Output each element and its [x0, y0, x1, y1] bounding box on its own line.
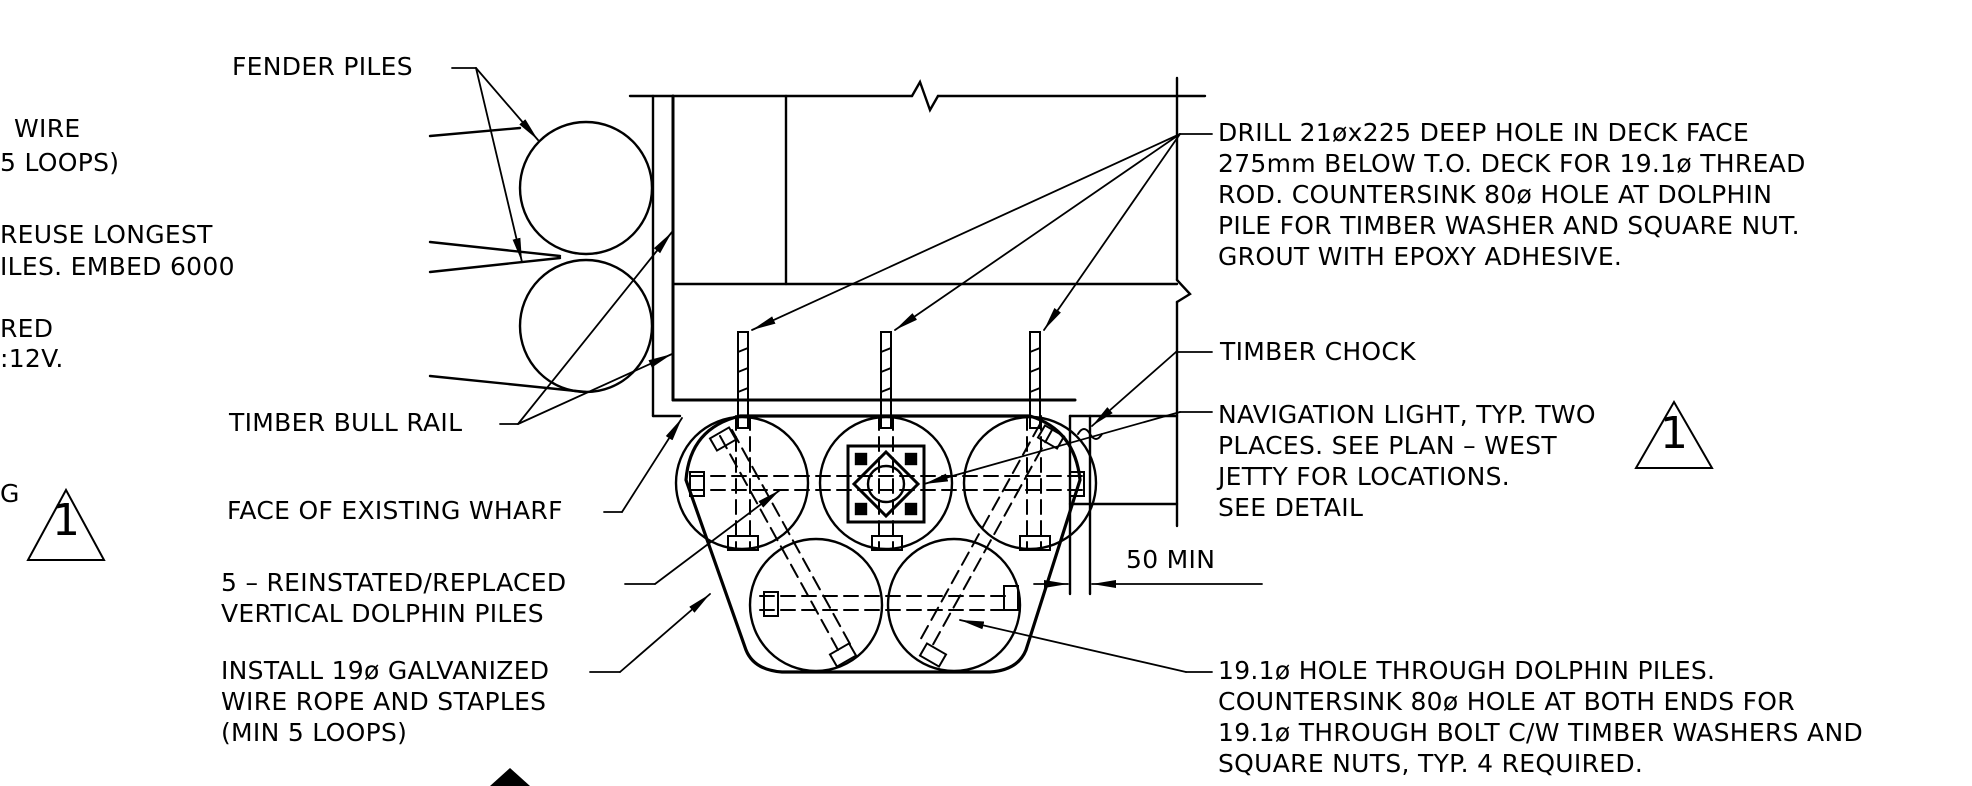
label-drill-note-line: ROD. COUNTERSINK 80ø HOLE AT DOLPHIN — [1218, 180, 1773, 209]
thread-rods — [737, 331, 1041, 429]
label-timber-chock: TIMBER CHOCK — [1220, 337, 1416, 366]
timber-chock-mark — [1077, 428, 1103, 440]
label-through-hole: 19.1ø HOLE THROUGH DOLPHIN PILES. COUNTE… — [1218, 655, 1863, 779]
label-navigation-light: NAVIGATION LIGHT, TYP. TWO PLACES. SEE P… — [1218, 399, 1596, 523]
label-wire-rope-line: WIRE ROPE AND STAPLES — [221, 687, 547, 716]
revision-number-left: 1 — [52, 495, 81, 546]
label-drill-note-line: DRILL 21øx225 DEEP HOLE IN DECK FACE — [1218, 118, 1750, 147]
timber-washers — [689, 424, 1085, 668]
label-wire-rope-line: INSTALL 19ø GALVANIZED — [221, 656, 550, 685]
cut-note-red: RED — [0, 314, 54, 343]
label-fender-piles: FENDER PILES — [232, 52, 413, 81]
label-navigation-light-line: SEE DETAIL — [1218, 493, 1364, 522]
wire-rope-wrap — [684, 414, 1082, 674]
label-drill-note-line: GROUT WITH EPOXY ADHESIVE. — [1218, 242, 1623, 271]
wharf-deck — [628, 76, 1207, 596]
label-through-hole-line: 19.1ø THROUGH BOLT C/W TIMBER WASHERS AN… — [1218, 718, 1864, 747]
label-drill-note-line: 275mm BELOW T.O. DECK FOR 19.1ø THREAD — [1218, 149, 1806, 178]
through-bolts — [689, 415, 1083, 651]
navigation-light — [846, 444, 926, 524]
cut-note-embed: ILES. EMBED 6000 — [0, 252, 235, 281]
label-wire-rope: INSTALL 19ø GALVANIZED WIRE ROPE AND STA… — [221, 655, 549, 748]
fender-piles — [428, 120, 654, 394]
revision-triangle-right — [1634, 399, 1714, 469]
label-through-hole-line: 19.1ø HOLE THROUGH DOLPHIN PILES. — [1218, 656, 1716, 685]
cut-note-ratio: :12V. — [0, 344, 64, 373]
cut-note-loops: 5 LOOPS) — [0, 148, 120, 177]
label-face-of-existing-wharf: FACE OF EXISTING WHARF — [227, 496, 563, 525]
label-through-hole-line: SQUARE NUTS, TYP. 4 REQUIRED. — [1218, 749, 1644, 778]
label-drill-note: DRILL 21øx225 DEEP HOLE IN DECK FACE 275… — [1218, 117, 1806, 272]
label-dolphin-piles-line: VERTICAL DOLPHIN PILES — [221, 599, 544, 628]
label-navigation-light-line: PLACES. SEE PLAN – WEST — [1218, 431, 1557, 460]
cut-note-reuse: REUSE LONGEST — [0, 220, 213, 249]
label-through-hole-line: COUNTERSINK 80ø HOLE AT BOTH ENDS FOR — [1218, 687, 1795, 716]
cut-note-g: G — [0, 479, 20, 508]
label-timber-bull-rail: TIMBER BULL RAIL — [229, 408, 463, 437]
leader-lines — [451, 67, 1263, 673]
label-navigation-light-line: NAVIGATION LIGHT, TYP. TWO — [1218, 400, 1596, 429]
revision-triangle-left — [26, 487, 106, 561]
label-wire-rope-line: (MIN 5 LOOPS) — [221, 718, 408, 747]
cut-note-wire: WIRE — [14, 114, 81, 143]
label-dolphin-piles-line: 5 – REINSTATED/REPLACED — [221, 568, 567, 597]
label-dolphin-piles: 5 – REINSTATED/REPLACED VERTICAL DOLPHIN… — [221, 567, 566, 629]
label-drill-note-line: PILE FOR TIMBER WASHER AND SQUARE NUT. — [1218, 211, 1800, 240]
revision-number-right: 1 — [1660, 408, 1689, 459]
north-arrow-partial — [490, 768, 530, 786]
label-navigation-light-line: JETTY FOR LOCATIONS. — [1218, 462, 1511, 491]
label-50-min: 50 MIN — [1126, 545, 1216, 574]
